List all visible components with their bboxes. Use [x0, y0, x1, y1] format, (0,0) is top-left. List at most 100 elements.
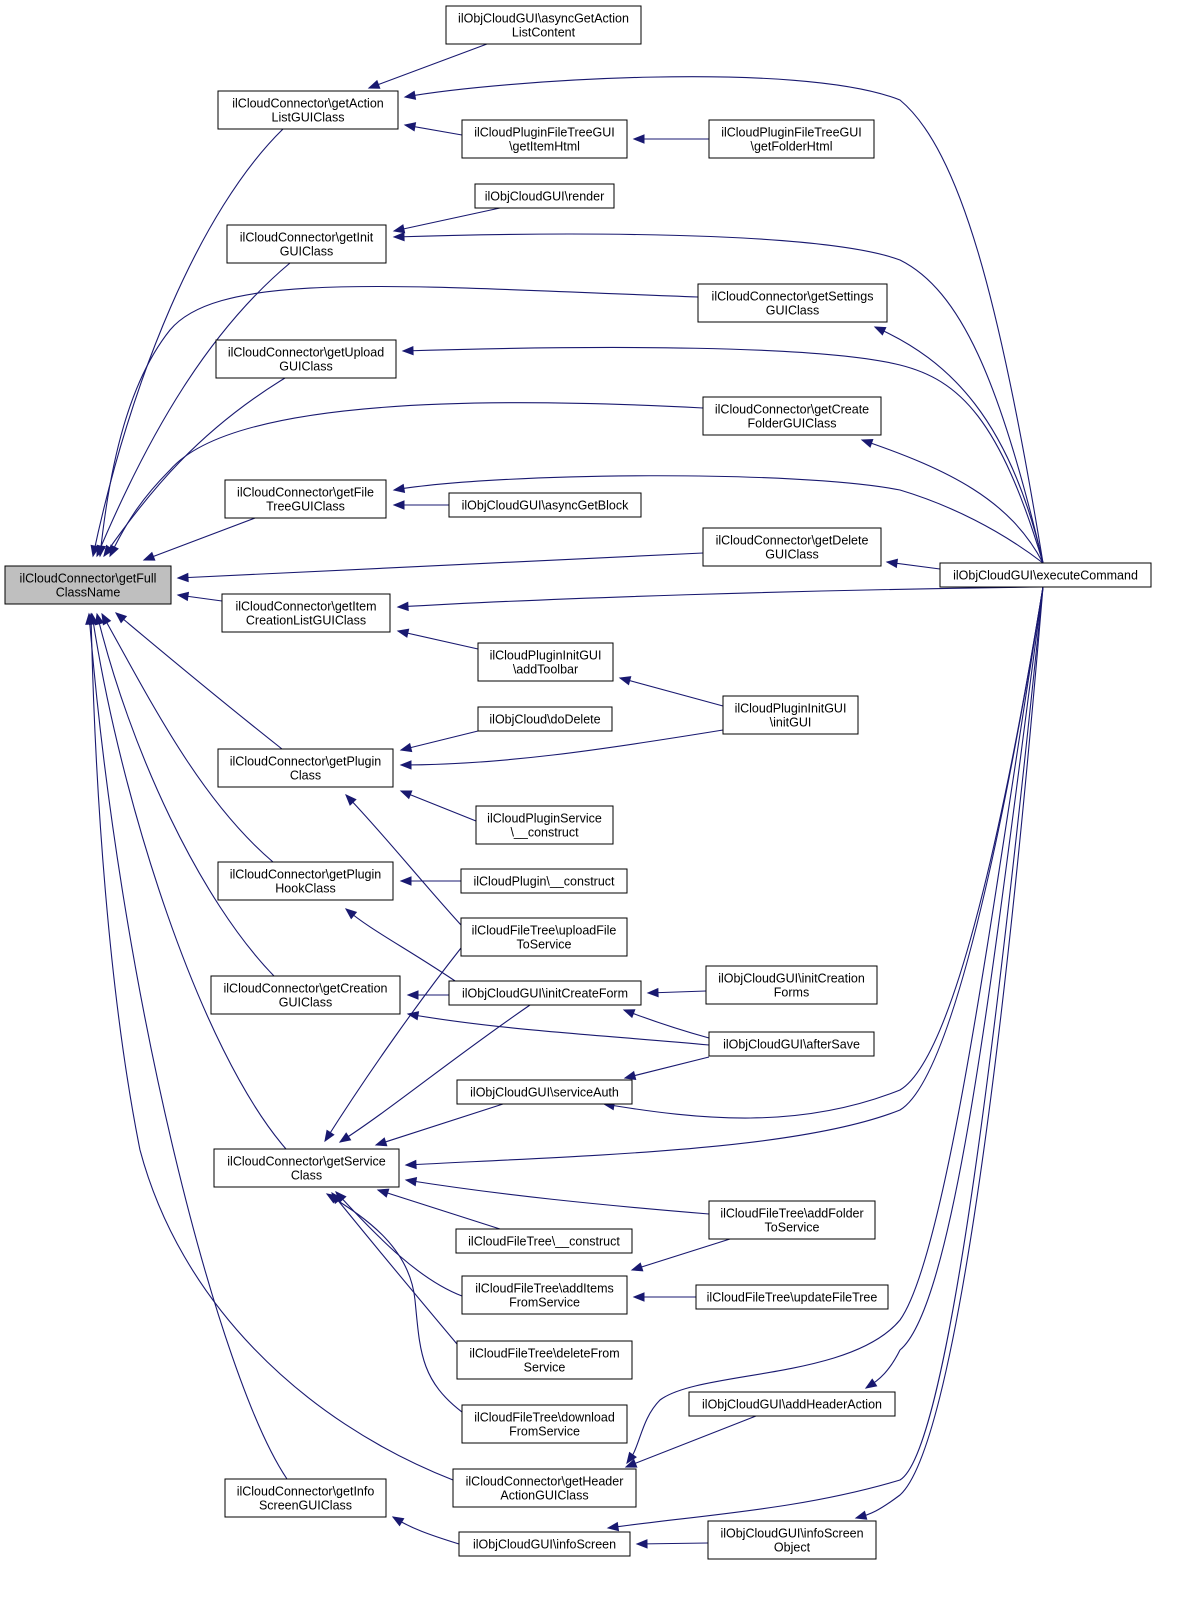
- node-label: ilCloudPlugin\__construct: [473, 875, 615, 889]
- arrowhead-icon: [864, 1378, 878, 1389]
- node-box: [217, 90, 399, 130]
- edge-infoScreen-to-getInfoScreenGUIClass: [391, 1516, 460, 1545]
- node-label: \initGUI: [770, 716, 812, 730]
- node-pluginFileTreeGetItemHtml[interactable]: ilCloudPluginFileTreeGUI\getItemHtml: [461, 119, 628, 159]
- node-box: [226, 224, 387, 264]
- edge-uploadFileToService-to-getServiceClass: [324, 947, 462, 1143]
- arrowhead-icon: [392, 483, 406, 494]
- node-label: ilCloudConnector\getFull: [20, 572, 157, 586]
- edge-initCreateForm-to-getCreationGUIClass: [406, 990, 449, 1000]
- node-asyncGetBlock[interactable]: ilObjCloudGUI\asyncGetBlock: [448, 492, 642, 518]
- node-updateFileTree[interactable]: ilCloudFileTree\updateFileTree: [695, 1284, 889, 1310]
- edge-pluginFileTreeGetItemHtml-to-getActionListGUIClass: [403, 122, 463, 136]
- node-afterSave[interactable]: ilObjCloudGUI\afterSave: [708, 1031, 875, 1057]
- node-fileTreeConstruct[interactable]: ilCloudFileTree\__construct: [455, 1228, 633, 1254]
- node-label: ClassName: [56, 586, 121, 600]
- arrowhead-icon: [632, 134, 645, 144]
- node-initGUI[interactable]: ilCloudPluginInitGUI\initGUI: [722, 695, 859, 735]
- node-serviceAuth[interactable]: ilObjCloudGUI\serviceAuth: [456, 1079, 633, 1105]
- edge-line: [625, 1415, 757, 1468]
- node-doDelete[interactable]: ilObjCloud\doDelete: [477, 706, 613, 732]
- edge-doDelete-to-getPluginClass: [399, 730, 479, 753]
- arrowhead-icon: [392, 224, 406, 234]
- edge-line: [874, 326, 1044, 564]
- node-box: [477, 706, 613, 732]
- edge-line: [375, 1103, 504, 1146]
- node-box: [452, 1468, 637, 1508]
- edge-line: [626, 586, 1044, 1464]
- edge-line: [377, 1189, 501, 1230]
- edge-getInfoScreenGUIClass-to-root: [85, 612, 288, 1480]
- edge-line: [393, 233, 1044, 564]
- edge-pluginServiceConstruct-to-getPluginClass: [399, 790, 477, 822]
- node-label: ilCloudConnector\getCreate: [715, 403, 869, 417]
- node-label: TreeGUIClass: [266, 500, 345, 514]
- node-label: ilCloudPluginService: [487, 812, 602, 826]
- node-box: [707, 1520, 877, 1560]
- node-infoScreen[interactable]: ilObjCloudGUI\infoScreen: [458, 1531, 631, 1557]
- edge-line: [368, 43, 488, 89]
- node-box: [461, 1404, 628, 1444]
- edge-line: [99, 285, 699, 557]
- arrowhead-icon: [606, 1521, 620, 1532]
- node-addHeaderAction[interactable]: ilObjCloudGUI\addHeaderAction: [688, 1391, 896, 1417]
- arrowhead-icon: [142, 551, 156, 561]
- edge-line: [326, 1193, 463, 1413]
- node-render[interactable]: ilObjCloudGUI\render: [474, 183, 615, 209]
- node-label: ilCloudPluginFileTreeGUI: [474, 126, 615, 140]
- node-label: ilCloudConnector\getItem: [235, 600, 376, 614]
- edge-line: [400, 730, 479, 751]
- node-pluginServiceConstruct[interactable]: ilCloudPluginService\__construct: [475, 805, 614, 845]
- node-pluginConstruct[interactable]: ilCloudPlugin\__construct: [460, 868, 628, 894]
- edge-line: [636, 1542, 709, 1545]
- edge-line: [400, 729, 724, 766]
- edge-line: [405, 1179, 710, 1215]
- arrowhead-icon: [399, 742, 413, 753]
- node-box: [708, 1031, 875, 1057]
- arrowhead-icon: [401, 345, 414, 356]
- node-label: ilObjCloudGUI\afterSave: [723, 1038, 860, 1052]
- node-initCreateForm[interactable]: ilObjCloudGUI\initCreateForm: [448, 980, 642, 1006]
- edge-executeCommand-to-getItemCreationListGUIClass: [396, 628, 479, 650]
- node-executeCommand[interactable]: ilObjCloudGUI\executeCommand: [939, 562, 1152, 588]
- node-getItemCreationListGUIClass[interactable]: ilCloudConnector\getItemCreationListGUIC…: [221, 593, 391, 633]
- edge-line: [345, 908, 462, 986]
- node-box: [210, 975, 401, 1015]
- node-pluginFileTreeGetFolderHtml[interactable]: ilCloudPluginFileTreeGUI\getFolderHtml: [708, 119, 875, 159]
- edge-asyncGetActionListContent-to-getActionListGUIClass: [367, 43, 488, 89]
- node-label: ListGUIClass: [272, 111, 345, 125]
- edge-executeCommand-to-infoScreen: [606, 586, 1044, 1532]
- arrowhead-icon: [109, 544, 119, 558]
- node-label: ilCloudPluginInitGUI: [490, 649, 602, 663]
- node-box: [458, 1531, 631, 1557]
- node-label: ilCloudConnector\getUpload: [228, 346, 384, 360]
- arrowhead-icon: [392, 231, 405, 242]
- edge-addToolbar-to-getItemCreationListGUIClass: [396, 586, 1044, 612]
- edge-getUploadGUIClass-to-root: [103, 377, 286, 558]
- node-addToolbar[interactable]: ilCloudPluginInitGUI\addToolbar: [477, 642, 614, 682]
- arrowhead-icon: [626, 1451, 637, 1465]
